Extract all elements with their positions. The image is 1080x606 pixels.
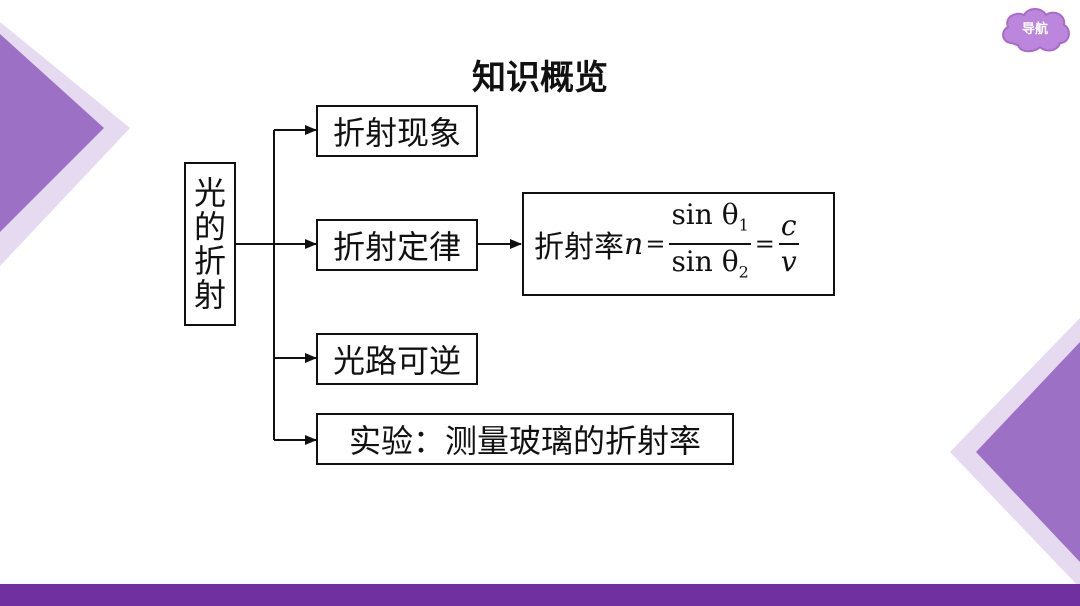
branch-label: 实验：测量玻璃的折射率 [348,422,701,460]
formula-variable: n [624,226,644,262]
fraction-speed: c v [778,209,799,279]
branch-node: 实验：测量玻璃的折射率 [316,413,734,465]
fraction-numerator: c [780,209,797,242]
fraction-sin: sin θ1 sin θ2 [669,198,751,290]
fraction-numerator: sin θ1 [669,198,750,243]
branch-label: 折射现象 [332,114,461,152]
branch-node: 光路可逆 [316,333,478,385]
branch-node: 折射定律 [316,219,478,271]
fraction-denominator: sin θ2 [669,245,750,290]
branch-node: 折射现象 [316,105,478,157]
formula-equals: = [754,230,775,258]
refraction-index-formula: 折射率 n = sin θ1 sin θ2 = c v [522,192,835,296]
page-title: 知识概览 [472,58,608,98]
denominator-subscript: 2 [738,262,749,282]
left-triangle-dark [0,34,104,232]
branch-label: 折射定律 [332,228,461,266]
branch-label: 光路可逆 [332,342,461,380]
bottom-accent-bar [0,584,1080,606]
root-char: 折 [193,242,226,280]
fraction-bar [669,243,751,245]
root-char: 射 [193,276,226,314]
root-char: 光 [193,174,226,212]
root-node: 光 的 折 射 [184,162,236,326]
nav-button[interactable]: 导航 [998,5,1072,55]
root-char: 的 [193,208,226,246]
right-triangle-dark [976,342,1080,562]
formula-prefix: 折射率 [534,230,624,265]
nav-button-label: 导航 [1021,22,1048,37]
numerator-subscript: 1 [738,216,749,235]
fraction-bar [778,243,799,245]
formula-equals: = [645,230,666,258]
fraction-denominator: v [780,245,797,278]
numerator-text: sin θ [671,198,739,232]
denominator-text: sin θ [671,245,739,278]
cloud-shape-icon [1002,8,1070,53]
